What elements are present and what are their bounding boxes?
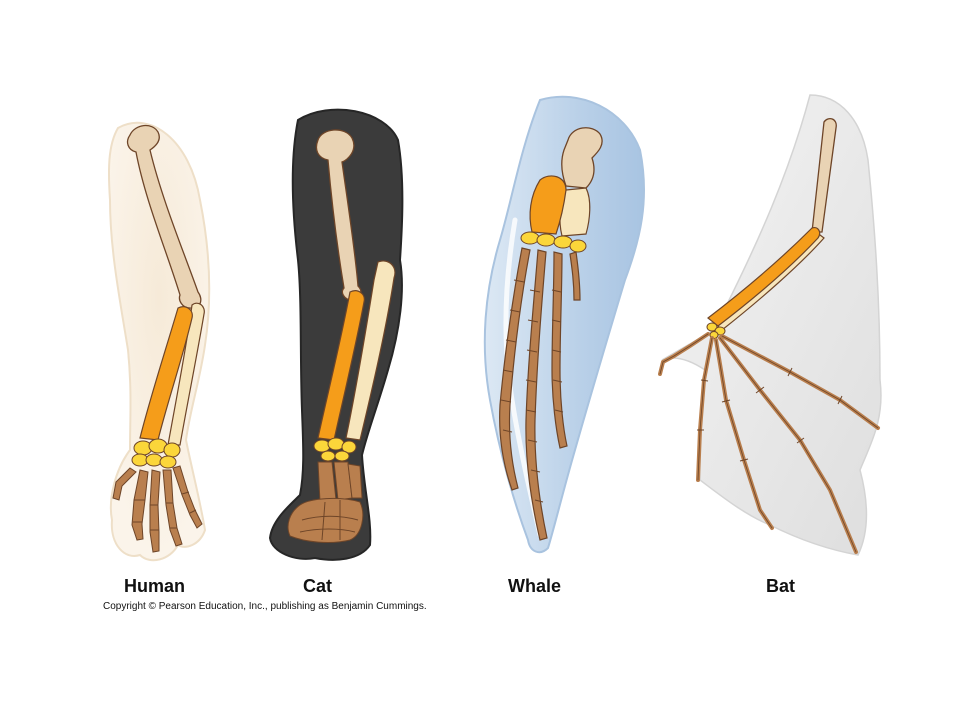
human-skin-outline — [107, 121, 211, 562]
whale-ulna — [529, 175, 567, 235]
human-digits — [112, 465, 203, 553]
whale-digits — [499, 247, 581, 541]
bat-ulna — [707, 227, 821, 327]
label-cat: Cat — [303, 576, 333, 596]
whale-flipper-outline — [483, 95, 645, 554]
cat-fur-outline — [268, 108, 404, 561]
human-limb — [107, 121, 211, 562]
whale-limb — [483, 95, 645, 554]
bat-membrane — [661, 94, 882, 556]
cat-limb — [268, 108, 404, 561]
cat-digits — [287, 461, 364, 544]
whale-humerus — [561, 127, 603, 189]
whale-carpals — [520, 231, 587, 253]
label-bat: Bat — [766, 576, 796, 596]
cat-radius — [345, 260, 396, 441]
bat-limb — [658, 94, 882, 556]
copyright-notice: Copyright © Pearson Education, Inc., pub… — [103, 601, 427, 612]
bat-digits-outline — [659, 333, 879, 553]
bat-humerus — [811, 117, 837, 233]
cat-carpals — [313, 437, 357, 462]
human-carpals — [131, 438, 181, 469]
label-human: Human — [124, 576, 186, 596]
human-ulna — [139, 306, 193, 441]
human-radius — [167, 302, 205, 446]
cat-ulna — [317, 290, 365, 441]
label-whale: Whale — [508, 576, 562, 596]
